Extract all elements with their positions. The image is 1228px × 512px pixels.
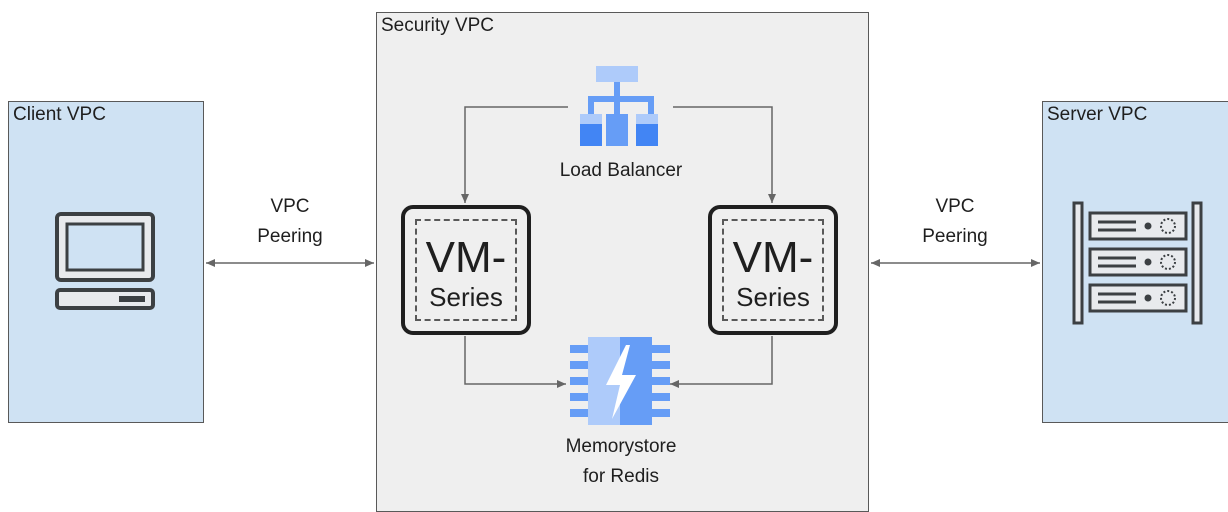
client-vpc-title: Client VPC xyxy=(13,104,106,125)
server-rack-icon xyxy=(1072,201,1203,325)
security-vpc-title: Security VPC xyxy=(381,15,494,36)
left-peering-line2: Peering xyxy=(257,226,323,247)
right-peering-line2: Peering xyxy=(922,226,988,247)
computer-terminal-icon xyxy=(55,212,155,310)
memorystore-label: Memorystore for Redis xyxy=(530,432,712,492)
memorystore-label-line2: for Redis xyxy=(582,466,660,487)
right-peering-label: VPC Peering xyxy=(915,192,995,252)
left-vm-to-memorystore-arrow xyxy=(464,336,566,388)
lb-to-left-vm-arrow xyxy=(461,106,568,203)
load-balancer-label: Load Balancer xyxy=(559,160,683,181)
memorystore-label-line1: Memorystore xyxy=(565,436,677,457)
vm-series-right-inner xyxy=(722,219,824,321)
right-vm-to-memorystore-arrow xyxy=(670,336,773,388)
vm-series-left-node: VM- Series xyxy=(401,205,531,335)
vm-series-left-subtitle: Series xyxy=(429,282,503,312)
left-peering-label: VPC Peering xyxy=(250,192,330,252)
load-balancer-icon xyxy=(580,66,658,146)
right-peering-line1: VPC xyxy=(935,196,975,217)
vm-series-left-title: VM- xyxy=(425,233,507,282)
vm-series-right-subtitle: Series xyxy=(736,282,810,312)
server-vpc-title: Server VPC xyxy=(1047,104,1148,125)
vm-series-left-inner xyxy=(415,219,517,321)
vm-series-right-node: VM- Series xyxy=(708,205,838,335)
memorystore-chip-icon xyxy=(570,337,670,425)
left-peering-line1: VPC xyxy=(270,196,310,217)
client-vpc-box: Client VPC xyxy=(8,101,204,423)
lb-to-right-vm-arrow xyxy=(673,106,776,203)
vm-series-right-title: VM- xyxy=(732,233,814,282)
